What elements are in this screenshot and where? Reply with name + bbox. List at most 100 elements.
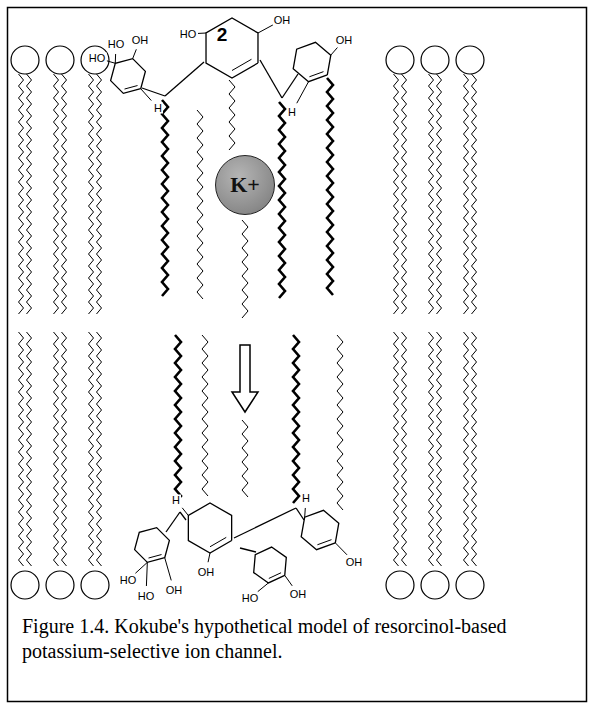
bond: [282, 74, 298, 98]
double-bond: [269, 573, 281, 579]
lipid-head: [11, 46, 39, 74]
atom-label: HO: [241, 593, 260, 604]
figure-frame: [8, 8, 587, 702]
bond: [146, 562, 148, 586]
atom-label: HO: [107, 39, 126, 50]
lipid-tail: [464, 332, 469, 566]
atom-label: H: [301, 493, 311, 504]
bond: [107, 61, 116, 64]
lipid-head: [46, 571, 74, 599]
bond: [335, 543, 347, 555]
alkyl-chain: [197, 110, 203, 299]
lipid-tail: [62, 332, 67, 566]
double-bond: [309, 72, 323, 77]
lipid-tail: [19, 74, 24, 314]
bond: [208, 553, 210, 562]
lipid-head: [81, 571, 109, 599]
lipid-tail: [27, 74, 32, 314]
double-bond: [210, 537, 226, 546]
bond: [258, 583, 269, 592]
bond: [133, 49, 137, 58]
lipid-tail: [89, 332, 94, 566]
lipid-tail: [437, 332, 442, 566]
bond: [234, 508, 296, 538]
double-bond: [125, 86, 138, 89]
lipid-head: [456, 46, 484, 74]
bond: [115, 54, 116, 63]
atom-label: OH: [165, 585, 184, 596]
lipid-head: [46, 46, 74, 74]
bond: [297, 82, 309, 104]
lipid-tail: [464, 74, 469, 314]
lipid-tail: [437, 74, 442, 314]
alkyl-chain: [327, 78, 333, 295]
potassium-ion: K+: [215, 155, 275, 215]
lipid-head: [386, 46, 414, 74]
lipid-bilayer: [11, 46, 484, 599]
resorcinarene-molecules: [107, 18, 347, 592]
atom-label: H: [171, 495, 181, 506]
lipid-tail: [429, 332, 434, 566]
atom-label: HO: [137, 591, 156, 602]
alkyl-chain: [242, 420, 248, 497]
bond: [296, 508, 304, 520]
alkyl-chain: [293, 335, 299, 503]
lipid-tail: [402, 74, 407, 314]
bond: [166, 512, 180, 532]
alkyl-chain: [229, 80, 235, 150]
atom-label: HO: [88, 53, 107, 64]
atom-label: OH: [273, 15, 292, 26]
atom-label: OH: [345, 557, 364, 568]
bond: [182, 508, 188, 516]
lipid-head: [421, 571, 449, 599]
bond: [260, 60, 282, 98]
lipid-tail: [89, 74, 94, 314]
lipid-head: [386, 571, 414, 599]
bond: [240, 548, 256, 552]
figure-caption: Figure 1.4. Kokube's hypothetical model …: [22, 614, 574, 664]
transport-arrow: [232, 345, 258, 412]
atom-label: OH: [197, 567, 216, 578]
lipid-tail: [402, 332, 407, 566]
benzene-ring: [111, 59, 146, 94]
bond: [142, 88, 165, 96]
lipid-tail: [472, 332, 477, 566]
bond: [180, 512, 186, 520]
atom-label: OH: [289, 589, 308, 600]
bond: [165, 558, 172, 581]
double-bond: [232, 59, 251, 70]
lipid-tail: [472, 74, 477, 314]
alkyl-chain: [337, 335, 343, 510]
bond: [135, 562, 147, 573]
compound-number: 2: [216, 25, 229, 44]
benzene-ring: [254, 547, 287, 583]
lipid-head: [81, 46, 109, 74]
bond: [258, 25, 273, 33]
atom-label: H: [287, 107, 297, 118]
bond: [198, 33, 206, 34]
lipid-tail: [97, 332, 102, 566]
lipid-tail: [97, 74, 102, 314]
benzene-ring: [301, 510, 339, 549]
bond: [141, 89, 152, 101]
alkyl-chain: [279, 102, 285, 298]
lipid-tail: [27, 332, 32, 566]
benzene-ring: [188, 503, 231, 553]
lipid-tail: [429, 74, 434, 314]
lipid-tail: [62, 74, 67, 314]
atom-label: H: [153, 103, 163, 114]
lipid-head: [421, 46, 449, 74]
atom-label: OH: [131, 35, 150, 46]
alkyl-chain: [202, 335, 208, 496]
lipid-tail: [394, 74, 399, 314]
bond: [285, 575, 292, 586]
benzene-ring: [293, 42, 331, 81]
lipid-head: [11, 571, 39, 599]
alkyl-chain: [242, 220, 248, 318]
lipid-tail: [54, 74, 59, 314]
atom-label: HO: [119, 575, 138, 586]
benzene-ring: [135, 528, 170, 563]
lipid-head: [456, 571, 484, 599]
